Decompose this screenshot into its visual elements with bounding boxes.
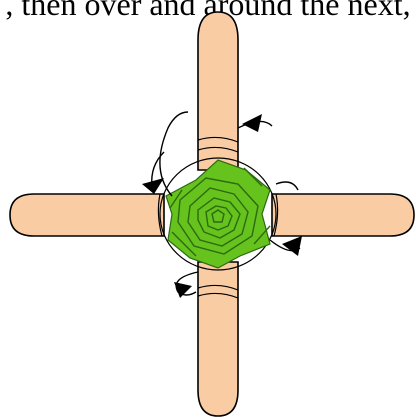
- curved-arrow-icon: [276, 182, 298, 190]
- curved-arrow-icon: [282, 236, 302, 256]
- curved-arrow-icon: [242, 114, 262, 132]
- stick-top: [198, 12, 238, 170]
- yarn-weave: [166, 160, 270, 268]
- stick-left: [10, 194, 164, 236]
- stick-right: [272, 194, 414, 236]
- curved-arrow-icon: [142, 178, 164, 194]
- curved-arrow-icon: [160, 112, 188, 196]
